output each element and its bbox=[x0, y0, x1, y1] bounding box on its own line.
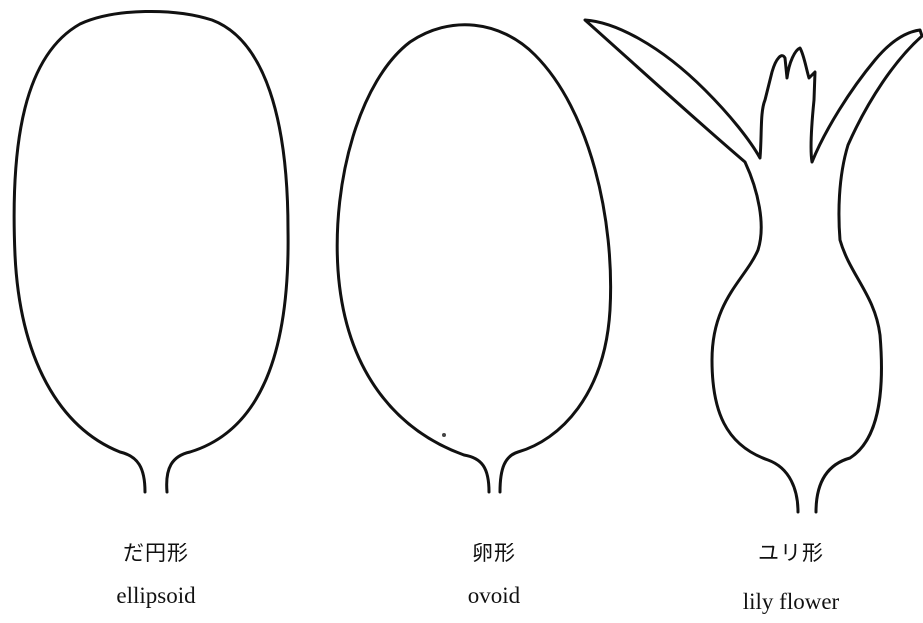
ellipsoid-outline bbox=[14, 11, 288, 492]
ovoid-label-en: ovoid bbox=[384, 584, 604, 607]
lily-flower-shape bbox=[585, 20, 922, 512]
lily-flower-label-ja: ユリ形 bbox=[681, 543, 901, 564]
ellipsoid-label-en: ellipsoid bbox=[46, 584, 266, 607]
ovoid-outline bbox=[337, 25, 610, 492]
ovoid-shape bbox=[337, 25, 610, 492]
ellipsoid-label-ja: だ円形 bbox=[46, 543, 266, 564]
ovoid-speck bbox=[442, 433, 446, 437]
ovoid-label-ja: 卵形 bbox=[384, 543, 604, 564]
lily-flower-outline bbox=[585, 20, 922, 512]
lily-flower-label-en: lily flower bbox=[681, 590, 901, 613]
ellipsoid-shape bbox=[14, 11, 288, 492]
